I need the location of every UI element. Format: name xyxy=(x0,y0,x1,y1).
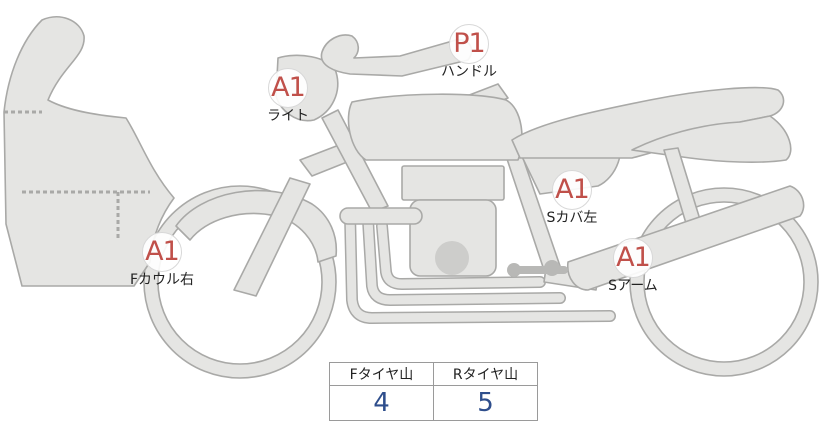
part-label-light: ライト xyxy=(267,108,309,124)
rear-tire-tread-value: 5 xyxy=(433,385,538,421)
fuel-tank xyxy=(347,93,523,161)
grade-badge: A1 xyxy=(268,68,308,108)
front-fork xyxy=(233,177,311,297)
engine xyxy=(339,165,505,277)
grade-badge: A1 xyxy=(552,170,592,210)
part-label-swing-arm: Sアーム xyxy=(608,278,658,294)
front-tire-tread-value: 4 xyxy=(329,385,434,421)
front-tire-tread-header: Fタイヤ山 xyxy=(329,362,434,386)
part-label-handle: ハンドル xyxy=(441,64,497,80)
tire-tread-table: Fタイヤ山 Rタイヤ山 4 5 xyxy=(329,362,538,421)
axle-bolt xyxy=(507,260,568,277)
grade-badge: P1 xyxy=(449,24,489,64)
marker-light[interactable]: A1 ライト xyxy=(246,68,330,124)
marker-swing-arm[interactable]: A1 Sアーム xyxy=(590,238,676,294)
tread-value-row: 4 5 xyxy=(329,385,538,421)
rear-tire-tread-header: Rタイヤ山 xyxy=(433,362,538,386)
part-label-front-cowl-right: Fカウル右 xyxy=(129,272,195,288)
exhaust-pipes xyxy=(344,208,616,324)
marker-side-cover-left[interactable]: A1 Sカバ左 xyxy=(530,170,614,226)
marker-handle[interactable]: P1 ハンドル xyxy=(424,24,514,80)
grade-badge: A1 xyxy=(142,232,182,272)
part-label-side-cover-left: Sカバ左 xyxy=(546,210,598,226)
marker-front-cowl-right[interactable]: A1 Fカウル右 xyxy=(112,232,212,288)
grade-badge: A1 xyxy=(613,238,653,278)
tread-header-row: Fタイヤ山 Rタイヤ山 xyxy=(329,362,538,386)
